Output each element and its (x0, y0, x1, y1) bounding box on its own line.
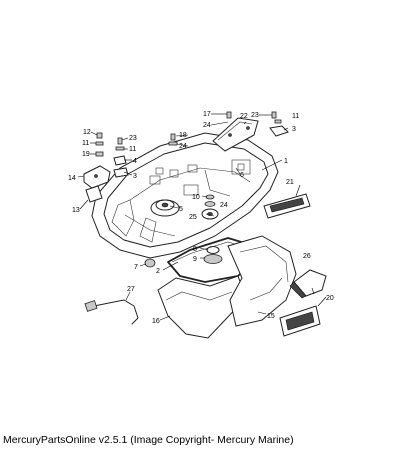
callout-8: 8 (193, 246, 197, 253)
callout-6: 6 (240, 172, 244, 179)
callout-11c: 11 (292, 113, 299, 120)
cover-plate (212, 117, 259, 152)
callout-20: 20 (326, 295, 334, 302)
callout-15: 15 (267, 313, 275, 320)
callout-11a: 11 (82, 140, 89, 147)
callout-17: 17 (203, 111, 211, 118)
cap-26 (289, 269, 327, 299)
callout-26: 26 (303, 253, 311, 260)
callout-23a: 23 (129, 135, 137, 142)
decal-20 (279, 305, 321, 337)
callout-11b: 11 (129, 146, 136, 153)
callout-3b: 3 (133, 173, 137, 180)
decal-21 (263, 193, 311, 219)
callout-9: 9 (193, 256, 197, 263)
image-caption: MercuryPartsOnline v2.5.1 (Image Copyrig… (3, 434, 294, 446)
callout-22: 22 (240, 113, 248, 120)
top-leaders (90, 113, 272, 155)
callout-12: 12 (83, 129, 91, 136)
callout-14: 14 (68, 175, 76, 182)
callout-24b: 24 (179, 143, 187, 150)
callout-1: 1 (284, 158, 288, 165)
callout-13: 13 (72, 207, 80, 214)
callout-4: 4 (133, 158, 137, 165)
bottom-cowl (91, 132, 279, 259)
callout-16: 16 (152, 318, 160, 325)
callout-5: 5 (179, 206, 183, 213)
callout-7: 7 (134, 264, 138, 271)
callout-3: 3 (292, 126, 296, 133)
callout-25: 25 (189, 214, 197, 221)
lower-side-panels (157, 235, 297, 339)
callout-21: 21 (286, 179, 294, 186)
leader-lines (77, 121, 327, 321)
callout-23b: 23 (251, 112, 259, 119)
callout-10: 10 (192, 194, 200, 201)
hardware (83, 111, 289, 268)
cable-27 (84, 299, 139, 325)
parts-diagram: 1 2 3 3 4 5 6 7 8 9 10 11 11 11 12 13 14… (68, 111, 334, 339)
callout-24a: 24 (203, 122, 211, 129)
callout-24c: 24 (220, 202, 228, 209)
callout-2: 2 (156, 268, 160, 275)
callout-19: 19 (82, 151, 90, 158)
callout-27: 27 (127, 286, 135, 293)
